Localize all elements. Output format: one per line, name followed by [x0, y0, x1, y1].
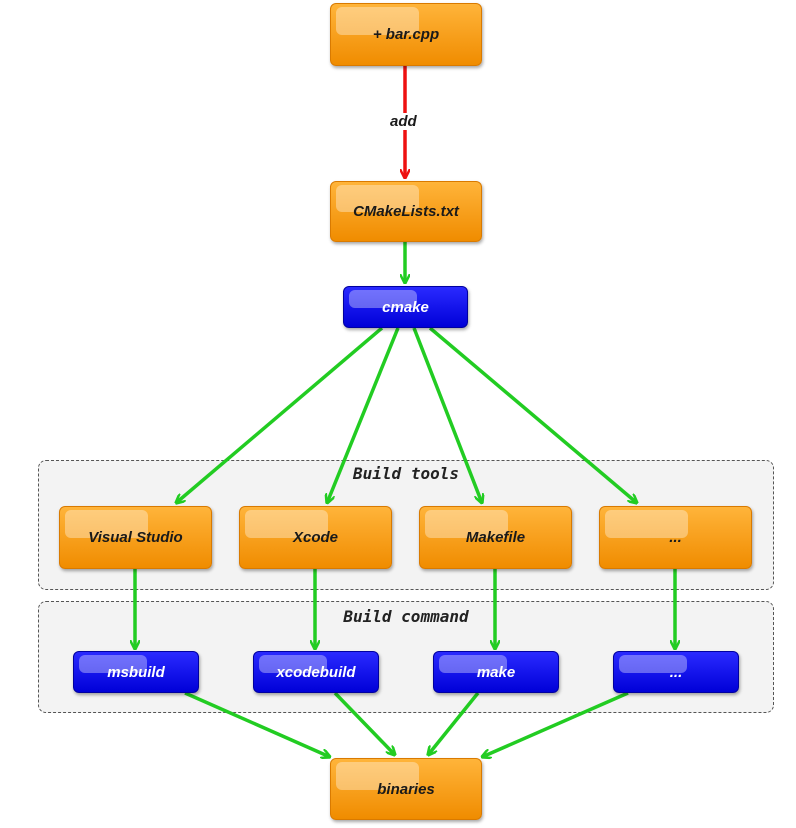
visual-studio-node[interactable]: Visual Studio: [59, 506, 212, 569]
xcodebuild-node[interactable]: xcodebuild: [253, 651, 379, 693]
gloss-highlight: [245, 510, 329, 539]
build-tools-title: Build tools: [353, 464, 459, 483]
gloss-highlight: [425, 510, 509, 539]
gloss-highlight: [336, 7, 419, 36]
cmake-node[interactable]: cmake: [343, 286, 468, 328]
add-edge-label: add: [387, 113, 420, 130]
edge-msbuild-binaries: [184, 691, 330, 757]
binaries-label: binaries: [377, 780, 435, 798]
edge-cmake-toolother: [428, 326, 637, 503]
edge-xcodebuild-binaries: [333, 691, 395, 755]
xcode-node[interactable]: Xcode: [239, 506, 392, 569]
cmake-label: cmake: [382, 298, 429, 316]
build-command-title: Build command: [343, 607, 469, 626]
gloss-highlight: [336, 185, 419, 213]
cmakelists-label: CMakeLists.txt: [353, 203, 459, 220]
gloss-highlight: [336, 762, 419, 790]
gloss-highlight: [605, 510, 689, 539]
xcodebuild-label: xcodebuild: [276, 663, 356, 681]
gloss-highlight: [619, 655, 688, 674]
gloss-highlight: [349, 290, 417, 309]
gloss-highlight: [439, 655, 508, 674]
msbuild-node[interactable]: msbuild: [73, 651, 199, 693]
visual-studio-label: Visual Studio: [88, 529, 183, 546]
gloss-highlight: [65, 510, 149, 539]
binaries-node[interactable]: binaries: [330, 758, 482, 820]
msbuild-label: msbuild: [107, 663, 165, 681]
edge-cmake-visualstudio: [176, 326, 384, 503]
tool-other-label: ...: [669, 529, 682, 546]
edge-cmake-makefile: [412, 327, 482, 503]
makefile-node[interactable]: Makefile: [419, 506, 572, 569]
tool-other-node[interactable]: ...: [599, 506, 752, 569]
xcode-label: Xcode: [292, 529, 338, 546]
makefile-label: Makefile: [465, 529, 526, 546]
make-node[interactable]: make: [433, 651, 559, 693]
bar-cpp-node[interactable]: + bar.cpp: [330, 3, 482, 66]
edge-cmake-xcode: [327, 327, 400, 503]
bar-cpp-label: + bar.cpp: [372, 26, 440, 43]
edge-commandother-binaries: [482, 691, 629, 757]
command-other-label: ...: [669, 663, 683, 681]
gloss-highlight: [259, 655, 328, 674]
cmakelists-node[interactable]: CMakeLists.txt: [330, 181, 482, 242]
make-label: make: [476, 663, 516, 681]
command-other-node[interactable]: ...: [613, 651, 739, 693]
edge-make-binaries: [428, 691, 480, 755]
gloss-highlight: [79, 655, 148, 674]
